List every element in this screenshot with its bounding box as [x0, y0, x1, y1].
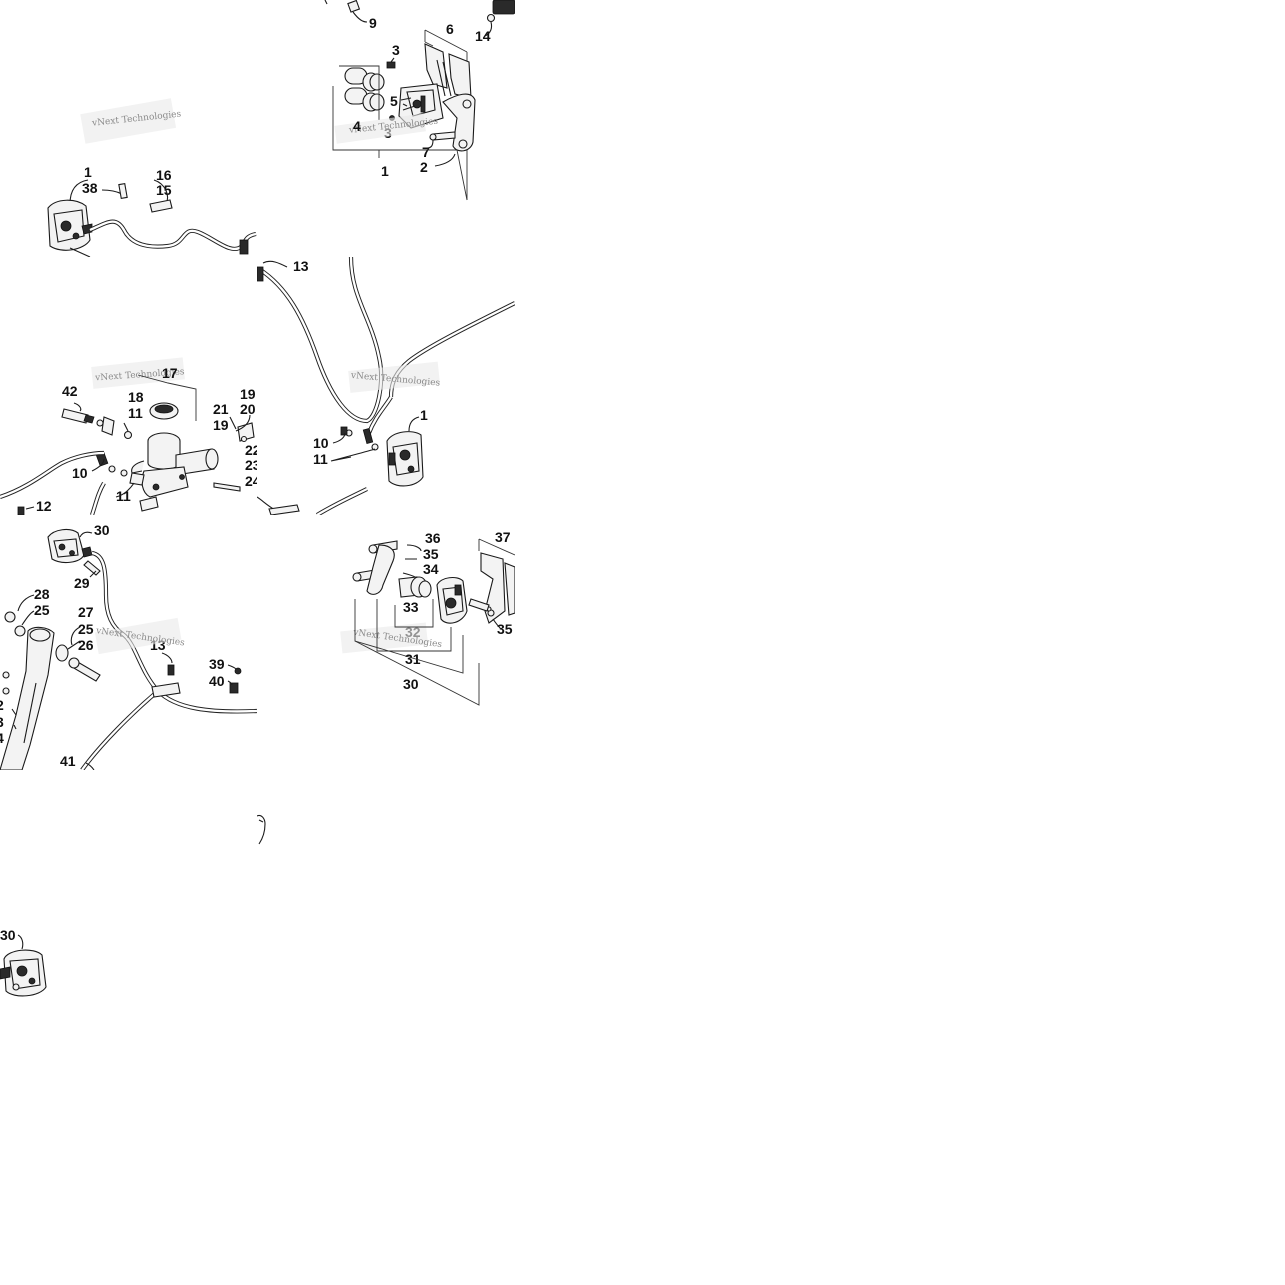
- watermark-a: vNext Technologies: [334, 113, 439, 144]
- callout-11-mc-a: 11: [128, 405, 143, 421]
- callout-31: 31: [405, 651, 421, 667]
- tile-rear-caliper-exploded: 36 35 34 33 32 31 30 37 35: [257, 515, 515, 770]
- callout-41: 41: [60, 753, 76, 769]
- callout-12: 12: [36, 498, 52, 514]
- caliper-left-1: [47, 199, 93, 251]
- reservoir-cap-18: [149, 402, 179, 420]
- callout-3-cut: 3: [0, 714, 4, 730]
- right-caliper-hose-drawing: 13 vNext Technologies 10 11 1: [257, 257, 515, 515]
- callout-11-mc-b: 11: [116, 488, 131, 504]
- callout-5: 5: [390, 93, 398, 109]
- callout-16: 16: [156, 167, 172, 183]
- brake-pedal-arm: [0, 626, 55, 770]
- caliper-right-1: [386, 431, 424, 487]
- callout-38: 38: [82, 180, 98, 196]
- callout-2-cut: 2: [0, 697, 4, 713]
- pistons-4: [344, 67, 385, 112]
- callout-25-b: 25: [78, 621, 94, 637]
- watermark-f: vNext Technologies: [94, 617, 186, 655]
- callout-10-mc: 10: [72, 465, 88, 481]
- watermark-b: vNext Technologies: [80, 98, 182, 144]
- callout-30-rear: 30: [403, 676, 419, 692]
- callout-27: 27: [78, 604, 94, 620]
- master-cylinder-drawing: vNext Technologies 17 18 11 42 19 20 21 …: [0, 357, 257, 515]
- callout-13-right: 13: [293, 258, 309, 274]
- callout-20: 20: [240, 401, 256, 417]
- callout-7: 7: [422, 144, 430, 160]
- callout-36: 36: [425, 530, 441, 546]
- tile-lower-caliper: 30: [0, 925, 50, 1000]
- callout-33: 33: [403, 599, 419, 615]
- pedal-assembly-drawing: 30 29 28 25 27 25 26 13 39 40 41 2 3 4: [0, 522, 257, 770]
- callout-37: 37: [495, 529, 511, 545]
- watermark-c: vNext Technologies: [348, 361, 441, 393]
- callout-1-left: 1: [84, 164, 92, 180]
- callout-2: 2: [420, 159, 428, 175]
- callout-4-cut: 4: [0, 730, 4, 746]
- callout-1-front: 1: [381, 163, 389, 179]
- callout-28: 28: [34, 586, 50, 602]
- callout-18: 18: [128, 389, 144, 405]
- callout-1-right: 1: [420, 407, 428, 423]
- tile-master-cylinder: vNext Technologies 17 18 11 42 19 20 21 …: [0, 257, 257, 515]
- tile-right-caliper-hose: 13 vNext Technologies 10 11 1: [257, 257, 515, 515]
- callout-26: 26: [78, 637, 94, 653]
- bolt-9: [324, 0, 368, 23]
- master-cylinder-body: [131, 432, 219, 498]
- callout-39: 39: [209, 656, 225, 672]
- fitting-14: [484, 0, 515, 37]
- callout-4: 4: [353, 118, 361, 134]
- left-caliper-hose-drawing: vNext Technologies 1 38 16 15: [47, 98, 257, 257]
- partial-clip-drawing: [257, 814, 266, 845]
- callout-6: 6: [446, 21, 454, 37]
- callout-19-b: 19: [213, 417, 229, 433]
- callout-35-a: 35: [423, 546, 439, 562]
- watermark-e: vNext Technologies: [340, 622, 443, 654]
- callout-19-a: 19: [240, 386, 256, 402]
- callout-21: 21: [213, 401, 229, 417]
- rear-caliper-exploded-drawing: 36 35 34 33 32 31 30 37 35: [340, 529, 515, 706]
- rear-caliper-body-30: [436, 576, 468, 624]
- callout-10-right: 10: [313, 435, 329, 451]
- rear-caliper-30: [47, 528, 93, 564]
- callout-29: 29: [74, 575, 90, 591]
- caliper-lower-30: [0, 949, 47, 997]
- callout-3: 3: [392, 42, 400, 58]
- callout-15: 15: [156, 182, 172, 198]
- callout-40: 40: [209, 673, 225, 689]
- callout-35-b: 35: [497, 621, 513, 637]
- callout-23: 23: [245, 457, 257, 473]
- tile-pedal-assembly: 30 29 28 25 27 25 26 13 39 40 41 2 3 4: [0, 515, 257, 770]
- callout-22: 22: [245, 442, 257, 458]
- tile-front-caliper-exploded: 9 14 6: [257, 0, 515, 257]
- callout-30-pedal: 30: [94, 522, 110, 538]
- callout-30-lower: 30: [0, 927, 16, 943]
- callout-25-a: 25: [34, 602, 50, 618]
- callout-24: 24: [245, 473, 257, 489]
- callout-14: 14: [475, 28, 491, 44]
- tile-partial-clip: [257, 810, 269, 850]
- callout-17: 17: [162, 365, 178, 381]
- callout-42: 42: [62, 383, 78, 399]
- callout-34: 34: [423, 561, 439, 577]
- front-caliper-exploded-drawing: 9 14 6: [324, 0, 515, 201]
- caliper-bracket-2: [442, 93, 476, 152]
- lower-caliper-drawing: 30: [0, 927, 47, 997]
- tile-left-caliper-hose: vNext Technologies 1 38 16 15: [0, 0, 257, 257]
- callout-9: 9: [369, 15, 377, 31]
- callout-11-right: 11: [313, 451, 328, 467]
